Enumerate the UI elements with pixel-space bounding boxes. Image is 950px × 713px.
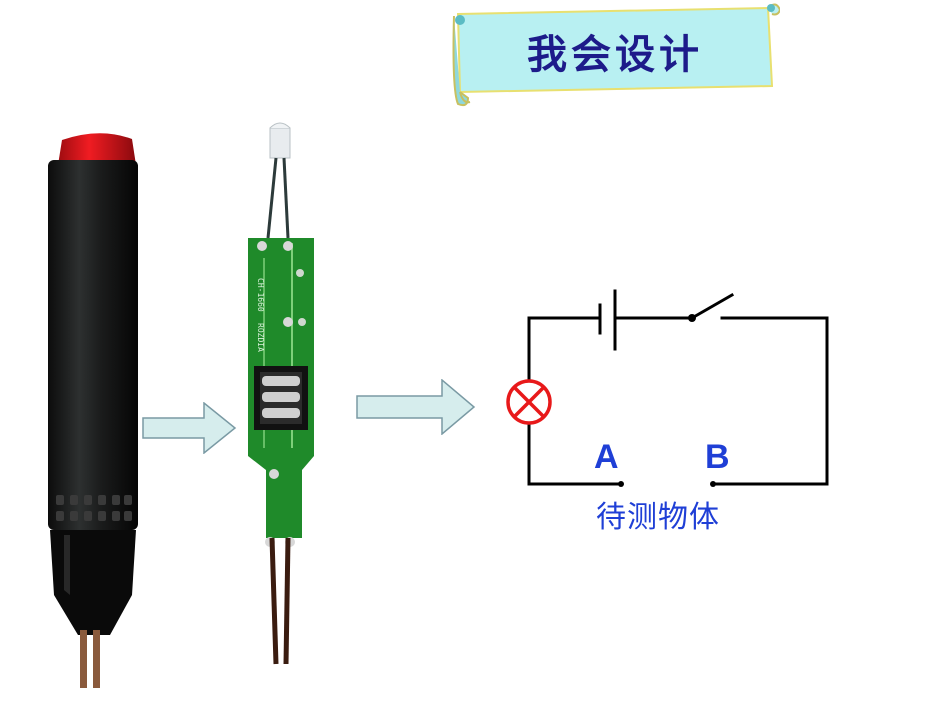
lamp-icon [506,379,552,425]
circuit-diagram [506,289,829,487]
terminal-a-label: A [594,438,619,476]
pcb-silk-2: CH-1660 [256,278,265,312]
title-banner: 我会设计 [450,0,780,108]
arrow-right-icon-2 [356,379,476,435]
banner-title: 我会设计 [527,31,703,78]
scroll-shape [452,3,780,107]
tester-pen-image [48,133,138,688]
test-object-caption: 待测物体 [596,500,720,535]
arrow-right-icon [142,402,237,454]
circuit-board-image: ROZDIA CH-1660 [244,118,316,666]
terminal-b-label: B [705,438,730,476]
pcb-silk-1: ROZDIA [256,323,265,352]
